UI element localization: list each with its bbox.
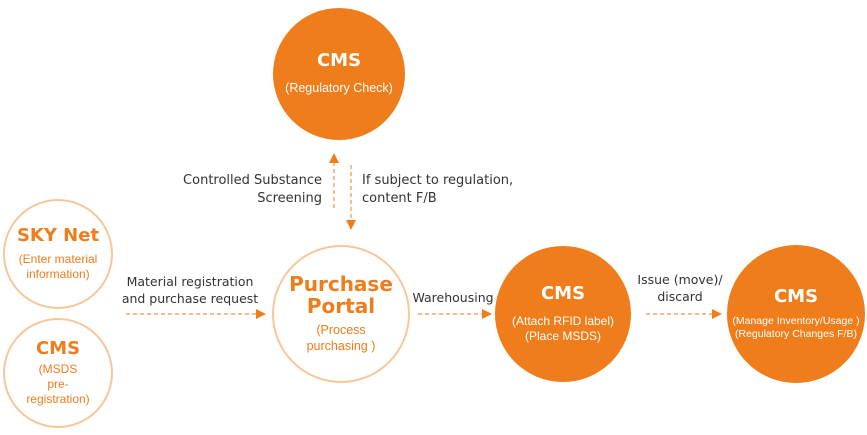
node-sky-net: SKY Net (Enter material information) (3, 199, 113, 309)
edge-label-regulation: If subject to regulation, content F/B (362, 173, 514, 206)
node-subtitle: (Manage Inventory/Usage ) (Regulatory Ch… (732, 314, 860, 340)
edge-label-issue: Issue (move)/ discard (637, 272, 723, 304)
node-subtitle: (Regulatory Check) (285, 81, 393, 96)
node-cms-attach-rfid: CMS (Attach RFID label) (Place MSDS) (495, 246, 631, 382)
arrowhead-up (329, 153, 339, 163)
node-cms-manage-inventory: CMS (Manage Inventory/Usage ) (Regulator… (727, 245, 865, 383)
arrowhead-warehousing (482, 309, 492, 319)
node-title: CMS (540, 283, 586, 305)
node-purchase-portal: Purchase Portal (Process purchasing ) (272, 245, 410, 383)
node-subtitle: (Attach RFID label) (Place MSDS) (511, 313, 615, 343)
node-cms-regulatory-check: CMS (Regulatory Check) (273, 8, 405, 140)
node-title: SKY Net (16, 225, 100, 247)
node-subtitle: (Enter material information) (18, 251, 98, 281)
node-title: Purchase Portal (289, 272, 393, 319)
arrowhead-issue (712, 309, 722, 319)
node-title: CMS (316, 50, 362, 72)
node-title: CMS (773, 285, 819, 307)
node-cms-msds-pre-registration: CMS (MSDS pre- registration) (3, 318, 113, 428)
edge-label-warehousing: Warehousing (412, 290, 494, 305)
edge-label-material-request: Material registration and purchase reque… (121, 274, 259, 306)
node-subtitle: (Process purchasing ) (306, 323, 376, 353)
arrowhead-portal (256, 309, 266, 319)
edge-label-screening: Controlled Substance Screening (183, 173, 322, 206)
node-title: CMS (35, 337, 81, 359)
node-subtitle: (MSDS pre- registration) (26, 362, 90, 407)
arrowhead-down (346, 220, 356, 230)
